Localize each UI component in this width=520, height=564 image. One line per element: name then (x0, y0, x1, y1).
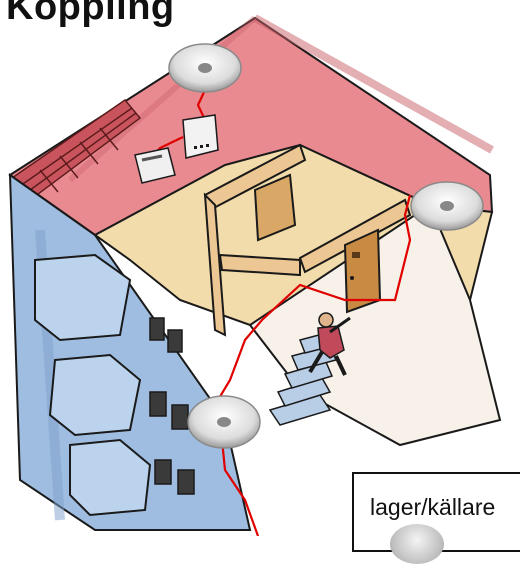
page-title: Koppling (6, 0, 175, 28)
interior-walls (203, 143, 412, 337)
smoke-detector-icon (410, 181, 484, 231)
relay-box-icon (134, 147, 176, 184)
smoke-detector-icon (168, 43, 242, 93)
inset-label: lager/källare (370, 494, 496, 520)
control-unit-icon (182, 114, 219, 159)
windows (149, 317, 195, 495)
smoke-detector-icon (390, 524, 444, 564)
person-climbing-stairs-icon (308, 312, 351, 376)
balconies (34, 253, 152, 517)
house-cutaway-illustration (8, 14, 502, 536)
storage-basement-inset: lager/källare (352, 472, 520, 564)
smoke-detector-icon (187, 395, 261, 449)
